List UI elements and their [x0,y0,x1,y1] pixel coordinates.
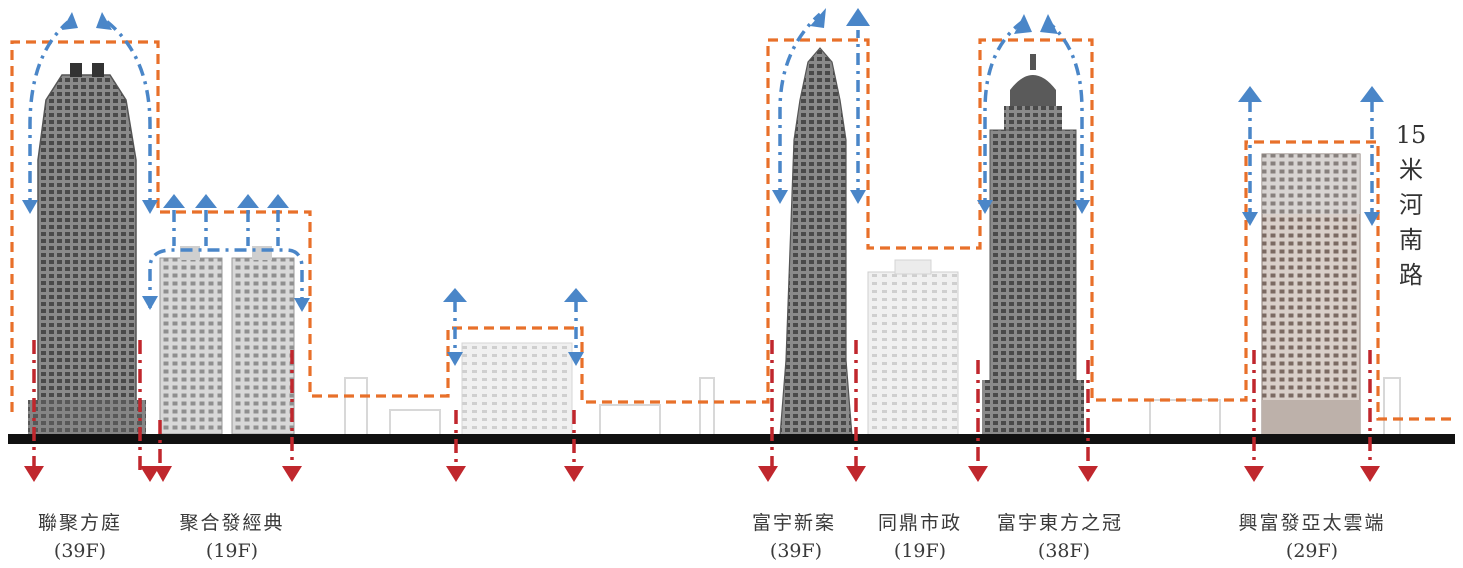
building-name: 聚合發經典 [179,512,285,534]
building-juhefa [159,246,295,435]
building-middle-light [461,342,573,436]
setback-lines [32,340,1372,470]
road-label-char: 路 [1399,261,1423,289]
building-floors: (39F) [769,540,823,562]
building-lianju [28,63,146,436]
building-name: 富宇東方之冠 [996,512,1123,534]
down-arrow-icon [22,190,1380,366]
building-floors: (39F) [53,540,107,562]
building-tongding [867,259,959,437]
road-label-char: 米 [1399,156,1423,184]
building-fuyu-dongfang [982,54,1084,437]
building-name: 興富發亞太雲端 [1238,512,1386,534]
up-arrow-icon [62,8,1384,302]
road-label-char: 河 [1399,191,1423,219]
height-envelope-line [10,38,1455,421]
building-floors: (19F) [893,540,947,562]
building-floors: (19F) [205,540,259,562]
sky-view-lines [28,12,1374,362]
building-floors: (38F) [1037,540,1091,562]
building-name: 富宇新案 [751,512,836,534]
building-floors: (29F) [1285,540,1339,562]
building-name: 聯聚方庭 [37,512,122,534]
building-xingfufa [1261,153,1361,437]
building-name: 同鼎市政 [877,512,962,534]
road-label-char: 南 [1399,226,1423,254]
building-fuyu-new [779,47,853,437]
road-label-char: 15 [1395,121,1427,149]
ground-line [8,434,1455,444]
down-arrow-icon [24,466,1380,482]
road-label: 15 米 河 南 路 [1393,118,1429,293]
